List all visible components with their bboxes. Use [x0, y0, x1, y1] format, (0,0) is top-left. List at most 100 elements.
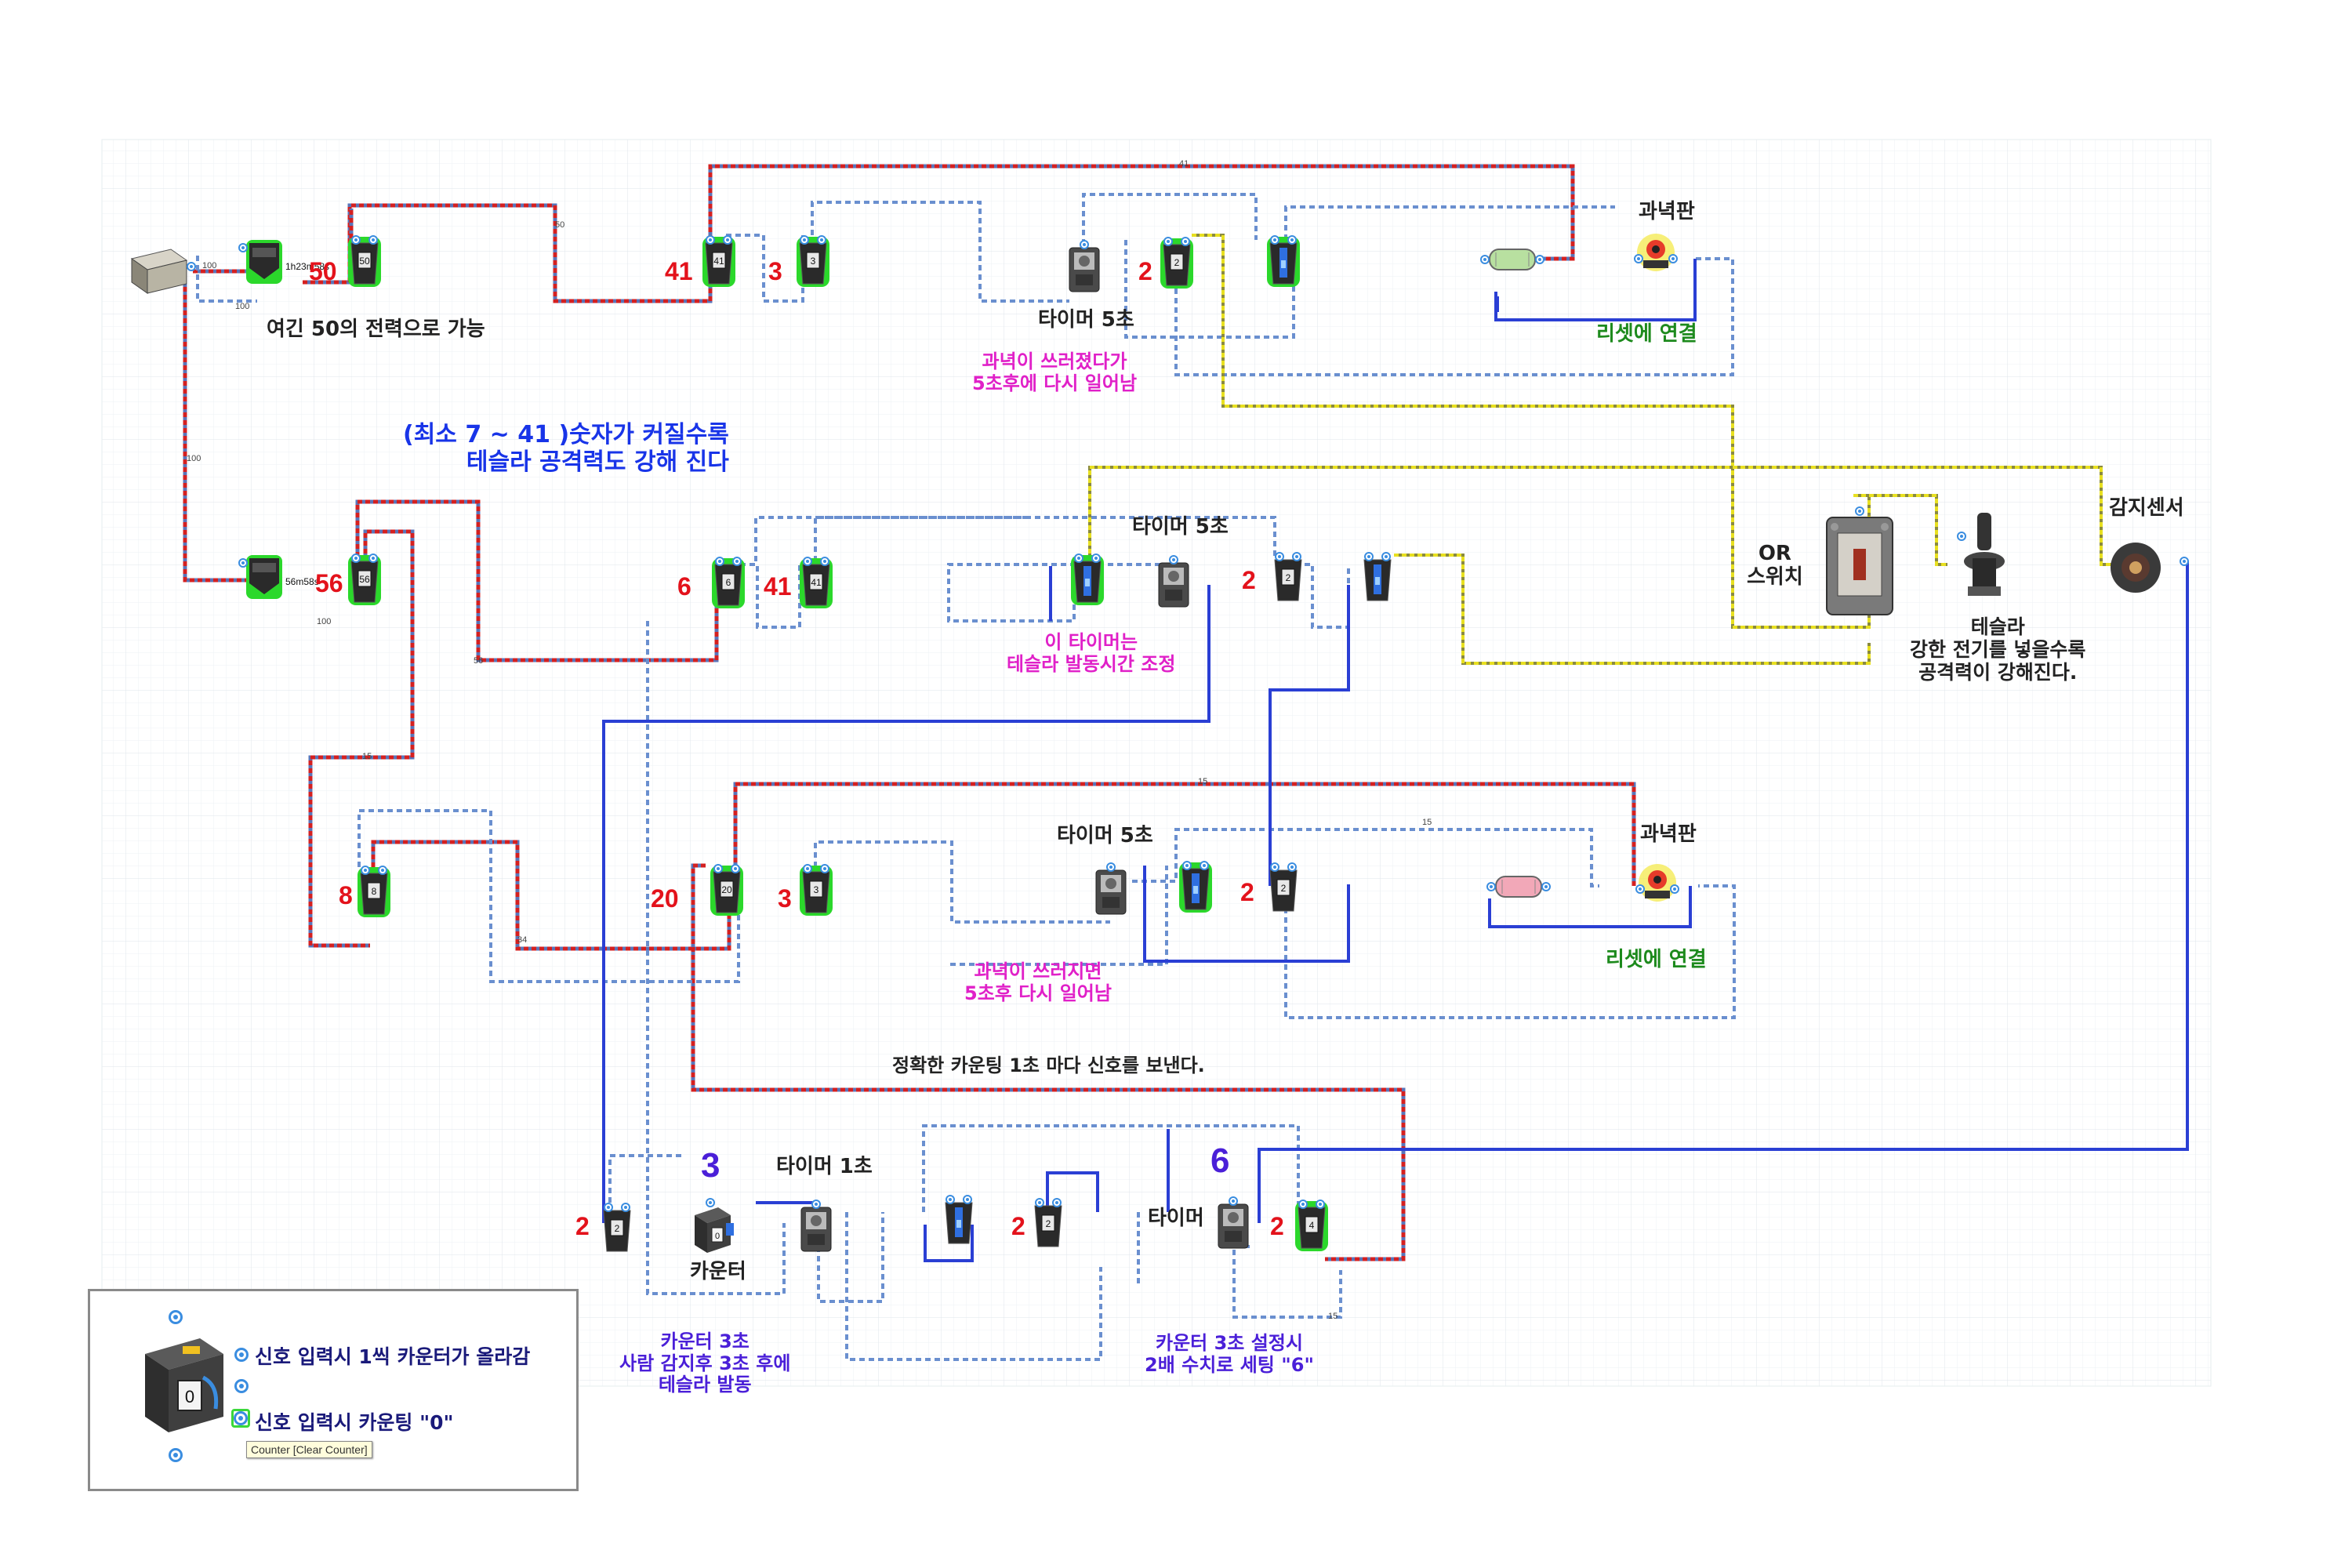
signal-wire-6	[1174, 241, 1734, 376]
label-relay-2b: 2	[1242, 566, 1256, 594]
sensor[interactable]	[2111, 543, 2189, 593]
lamp-a[interactable]	[1480, 249, 1544, 270]
timer-6[interactable]	[1218, 1196, 1249, 1249]
svg-text:1h23m58s: 1h23m58s	[285, 261, 329, 272]
label-relay-2a: 2	[1138, 257, 1152, 285]
power-wire-9	[691, 863, 1406, 1261]
note-tesla: 테슬라 강한 전기를 넣을수록 공격력이 강해진다.	[1910, 615, 2086, 684]
timer-5c[interactable]	[1095, 862, 1127, 915]
relay-3a[interactable]: 3	[797, 235, 829, 287]
timer-5b[interactable]	[1158, 555, 1189, 608]
signal-wire-0	[196, 256, 257, 303]
label-target-b: 과녁판	[1640, 822, 1697, 846]
relay-3b[interactable]: 3	[800, 864, 833, 916]
switch-a[interactable]	[1267, 235, 1300, 287]
yellow-wire-0	[1192, 234, 1871, 629]
relay-8[interactable]: 8	[358, 866, 390, 917]
svg-text:8: 8	[372, 886, 377, 897]
note-50-power: 여긴 50의 전력으로 가능	[267, 318, 485, 341]
legend-clear-port-icon	[231, 1409, 250, 1428]
signal-wire-2	[811, 201, 1069, 303]
label-relay-2d: 2	[575, 1212, 590, 1240]
label-relay-41a: 41	[665, 257, 693, 285]
relay-20[interactable]: 20	[710, 864, 743, 916]
signal-wire-4	[1124, 240, 1295, 339]
grid-background	[101, 139, 2212, 1387]
yellow-wire-2	[1394, 554, 1871, 665]
label-timer-5b: 타이머 5초	[1132, 515, 1229, 539]
relay-50[interactable]: 50	[348, 235, 381, 287]
lamp-b[interactable]	[1486, 876, 1551, 898]
signal-wire-20	[845, 1212, 1102, 1361]
or-switch[interactable]	[1826, 506, 1893, 615]
wire-value-label: 15	[1328, 1312, 1338, 1321]
legend-line-2: 신호 입력시 카운팅 "0"	[255, 1411, 454, 1434]
signal-wire-17	[950, 866, 1168, 966]
switch-e[interactable]	[945, 1195, 973, 1244]
relay-41a[interactable]: 41	[702, 235, 735, 287]
legend-port-top-icon	[169, 1310, 183, 1324]
svg-text:3: 3	[814, 884, 819, 895]
switch-b[interactable]	[1071, 554, 1104, 605]
note-counter-3: 카운터 3초 사람 감지후 3초 후에 테슬라 발동	[619, 1330, 791, 1396]
switch-d[interactable]	[1179, 861, 1212, 913]
label-relay-2e: 2	[1011, 1212, 1025, 1240]
relay-2c[interactable]: 2	[1269, 862, 1298, 912]
blue-wire-4	[1269, 585, 1350, 886]
power-wire-5	[355, 499, 719, 662]
note-tesla-strength: (최소 7 ~ 41 )숫자가 커질수록 테슬라 공격력도 강해 진다	[403, 421, 729, 476]
wire-value-label: 15	[362, 752, 372, 761]
note-target-b: 과녁이 쓰러지면 5초후 다시 일어남	[964, 960, 1112, 1004]
signal-wire-7	[740, 561, 801, 629]
note-target-a: 과녁이 쓰러졌다가 5초후에 다시 일어남	[972, 350, 1138, 394]
label-reset-a: 리셋에 연결	[1596, 322, 1697, 346]
relay-2b[interactable]: 2	[1274, 552, 1302, 601]
relay-2a[interactable]: 2	[1160, 237, 1193, 289]
label-relay-3a: 3	[768, 257, 782, 285]
label-relay-6: 6	[677, 572, 691, 601]
yellow-wire-1	[1088, 466, 2117, 566]
relay-4[interactable]: 4	[1295, 1200, 1328, 1251]
blue-wire-6	[1488, 886, 1692, 928]
blue-wire-10	[1258, 561, 2189, 1223]
wires	[183, 164, 2189, 1361]
target-a[interactable]	[1634, 234, 1678, 271]
relay-2d[interactable]: 2	[603, 1203, 631, 1252]
counter-3[interactable]: 0	[695, 1198, 734, 1253]
timer-1[interactable]	[800, 1200, 832, 1252]
signal-wire-14	[814, 840, 1110, 924]
relay-2e[interactable]: 2	[1034, 1198, 1062, 1247]
label-relay-56: 56	[315, 569, 343, 597]
wire-value-label: 41	[1179, 159, 1189, 169]
legend-counter-icon: 0	[145, 1338, 223, 1432]
target-b[interactable]	[1635, 864, 1679, 902]
label-reset-b: 리셋에 연결	[1606, 948, 1707, 971]
timer-mid-source[interactable]: 56m58s	[238, 555, 319, 599]
label-counter-3: 3	[701, 1146, 720, 1185]
timer-5a[interactable]	[1069, 240, 1100, 292]
timer-top-source[interactable]: 1h23m58s	[238, 240, 329, 284]
label-timer-6: 타이머	[1148, 1207, 1204, 1230]
note-counting: 정확한 카운팅 1초 마다 신호를 보낸다.	[892, 1054, 1205, 1076]
legend-tooltip: Counter [Clear Counter]	[246, 1441, 372, 1458]
signal-wire-12	[754, 516, 1027, 561]
svg-text:41: 41	[713, 256, 724, 267]
tesla[interactable]	[1957, 513, 2005, 596]
relay-6[interactable]: 6	[712, 557, 745, 608]
legend-port-mid-icon	[234, 1379, 249, 1393]
svg-text:56: 56	[359, 574, 370, 585]
label-counter-6: 6	[1210, 1142, 1230, 1180]
signal-wire-21	[922, 1124, 1300, 1212]
svg-text:6: 6	[726, 577, 731, 588]
relay-56[interactable]: 56	[348, 554, 381, 605]
switch-c[interactable]	[1363, 552, 1392, 601]
wire-value-label: 15	[1422, 818, 1432, 827]
power-source[interactable]	[130, 249, 196, 294]
wire-value-label: 100	[317, 617, 331, 626]
relay-41b[interactable]: 41	[800, 557, 833, 608]
yellow-wire-3	[1853, 494, 1947, 566]
signal-wire-8	[814, 516, 1276, 561]
